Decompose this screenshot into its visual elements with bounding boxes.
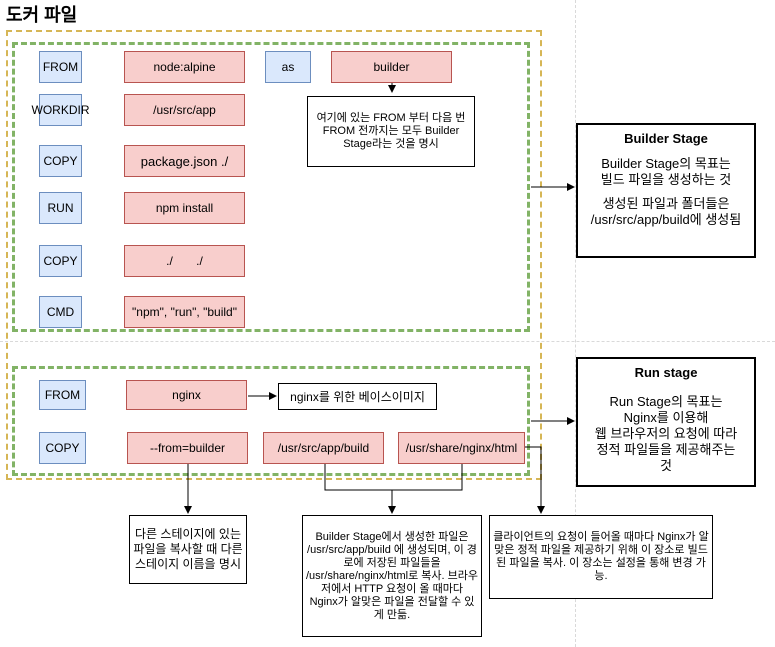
run-stage-line1: Run Stage의 목표는 [609,394,723,409]
instr-copy: COPY [39,145,82,177]
run-stage-line2: Nginx를 이용해 [623,410,709,425]
instr-cmd: CMD [39,296,82,328]
builder-stage-line4: /usr/src/app/build에 생성됨 [590,212,742,227]
arg-html-path: /usr/share/nginx/html [398,432,525,464]
builder-stage-box: Builder Stage Builder Stage의 목표는 빌드 파일을 … [576,123,756,258]
nginx-base-note: nginx를 위한 베이스이미지 [278,383,437,410]
builder-stage-line3: 생성된 파일과 폴더들은 [602,196,730,211]
vertical-guide-line [575,0,576,647]
arg-npm-install: npm install [124,192,245,224]
dockerfile-group-outline [6,30,542,480]
arg-from-builder: --from=builder [127,432,248,464]
instr-from: FROM [39,51,82,83]
builder-stage-group [12,42,530,332]
arg-nginx: nginx [126,380,247,410]
arg-package-json: package.json ./ [124,145,245,177]
run-stage-title: Run stage [634,365,698,380]
arg-copy-all: ./ ./ [124,245,245,277]
instr-workdir: WORKDIR [32,94,90,126]
builder-stage-line1: Builder Stage의 목표는 [601,156,731,171]
arrow-html-to-note [525,446,545,514]
html-path-note: 클라이언트의 요청이 들어올 때마다 Nginx가 알맞은 정적 파일을 제공하… [489,515,713,599]
run-stage-line4: 정적 파일들을 제공해주는 [596,442,736,457]
diagram-title: 도커 파일 [6,5,78,25]
instr-copy-all: COPY [39,245,82,277]
arg-build-path: /usr/src/app/build [263,432,384,464]
arg-workdir-path: /usr/src/app [124,94,245,126]
from-builder-note: 다른 스테이지에 있는 파일을 복사할 때 다른 스테이지 이름을 명시 [129,515,247,584]
run-instr-from: FROM [39,380,86,410]
arg-cmd: "npm", "run", "build" [124,296,245,328]
arg-node-alpine: node:alpine [124,51,245,83]
run-stage-line5: 것 [660,458,672,473]
run-instr-copy: COPY [39,432,86,464]
run-stage-box: Run stage Run Stage의 목표는 Nginx를 이용해 웹 브라… [576,357,756,487]
stage-name-builder: builder [331,51,452,83]
as-keyword: as [265,51,311,83]
run-stage-group [12,366,530,476]
horizontal-guide-line [0,341,775,342]
builder-stage-line2: 빌드 파일을 생성하는 것 [600,172,732,187]
instr-run: RUN [39,192,82,224]
builder-stage-title: Builder Stage [624,131,708,146]
builder-note: 여기에 있는 FROM 부터 다음 번 FROM 전까지는 모두 Builder… [307,96,475,167]
bracket-paths-to-note [324,463,463,513]
run-stage-line3: 웹 브라우저의 요청에 따라 [594,426,738,441]
build-path-note: Builder Stage에서 생성한 파일은 /usr/src/app/bui… [302,515,482,637]
